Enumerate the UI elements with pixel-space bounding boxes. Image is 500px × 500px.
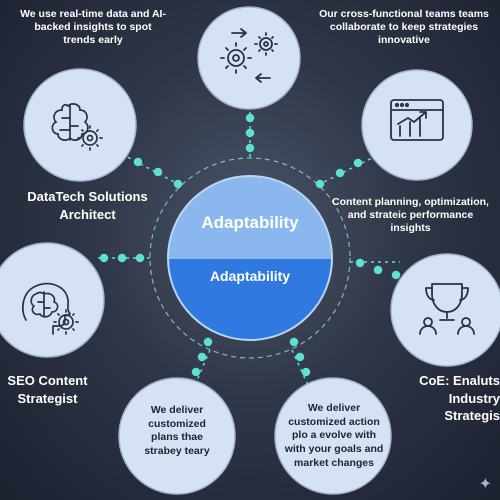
node-bottom-right-circle — [274, 377, 392, 495]
dashed-orbit — [149, 157, 351, 359]
brain-gear-icon — [51, 103, 103, 151]
node-upper-right-circle — [361, 69, 473, 181]
browser-growth-chart-icon — [390, 99, 444, 141]
connector-lower-left — [191, 337, 213, 386]
bottom-right-circle-text: We deliver customized action plo a evolv… — [284, 402, 384, 469]
center-top-label: Adaptability — [201, 213, 299, 232]
node-upper-left-circle — [23, 68, 137, 182]
right-caption: Content planning, optimization, and stra… — [332, 196, 489, 235]
node-circles — [0, 6, 500, 495]
gears-arrows-icon — [220, 28, 278, 83]
bottom-right-role-label: CoE: Enaluts Industry Strategis — [419, 373, 500, 424]
connector-top — [245, 108, 255, 157]
bottom-left-circle-text: We deliver customized plans thae strabey… — [144, 404, 210, 457]
bottom-left-role-label: SEO Content Strategist — [7, 373, 88, 406]
connector-left — [95, 253, 150, 263]
head-brain-gear-icon — [21, 282, 79, 335]
connector-right — [350, 258, 401, 280]
connector-lower-right — [289, 337, 311, 386]
top-right-caption: Our cross-functional teams teams collabo… — [319, 8, 489, 47]
node-right-circle — [390, 253, 500, 367]
node-left-circle — [0, 242, 105, 358]
node-bottom-left-circle — [118, 377, 236, 495]
center-circle — [167, 175, 333, 341]
top-left-caption: We use real-time data and AI-backed insi… — [20, 8, 166, 47]
center-bottom-label: Adaptability — [209, 268, 291, 284]
left-role-label: DataTech Solutions Architect — [27, 189, 148, 222]
sparkle-icon: ✦ — [478, 476, 492, 493]
trophy-team-icon — [419, 283, 475, 335]
